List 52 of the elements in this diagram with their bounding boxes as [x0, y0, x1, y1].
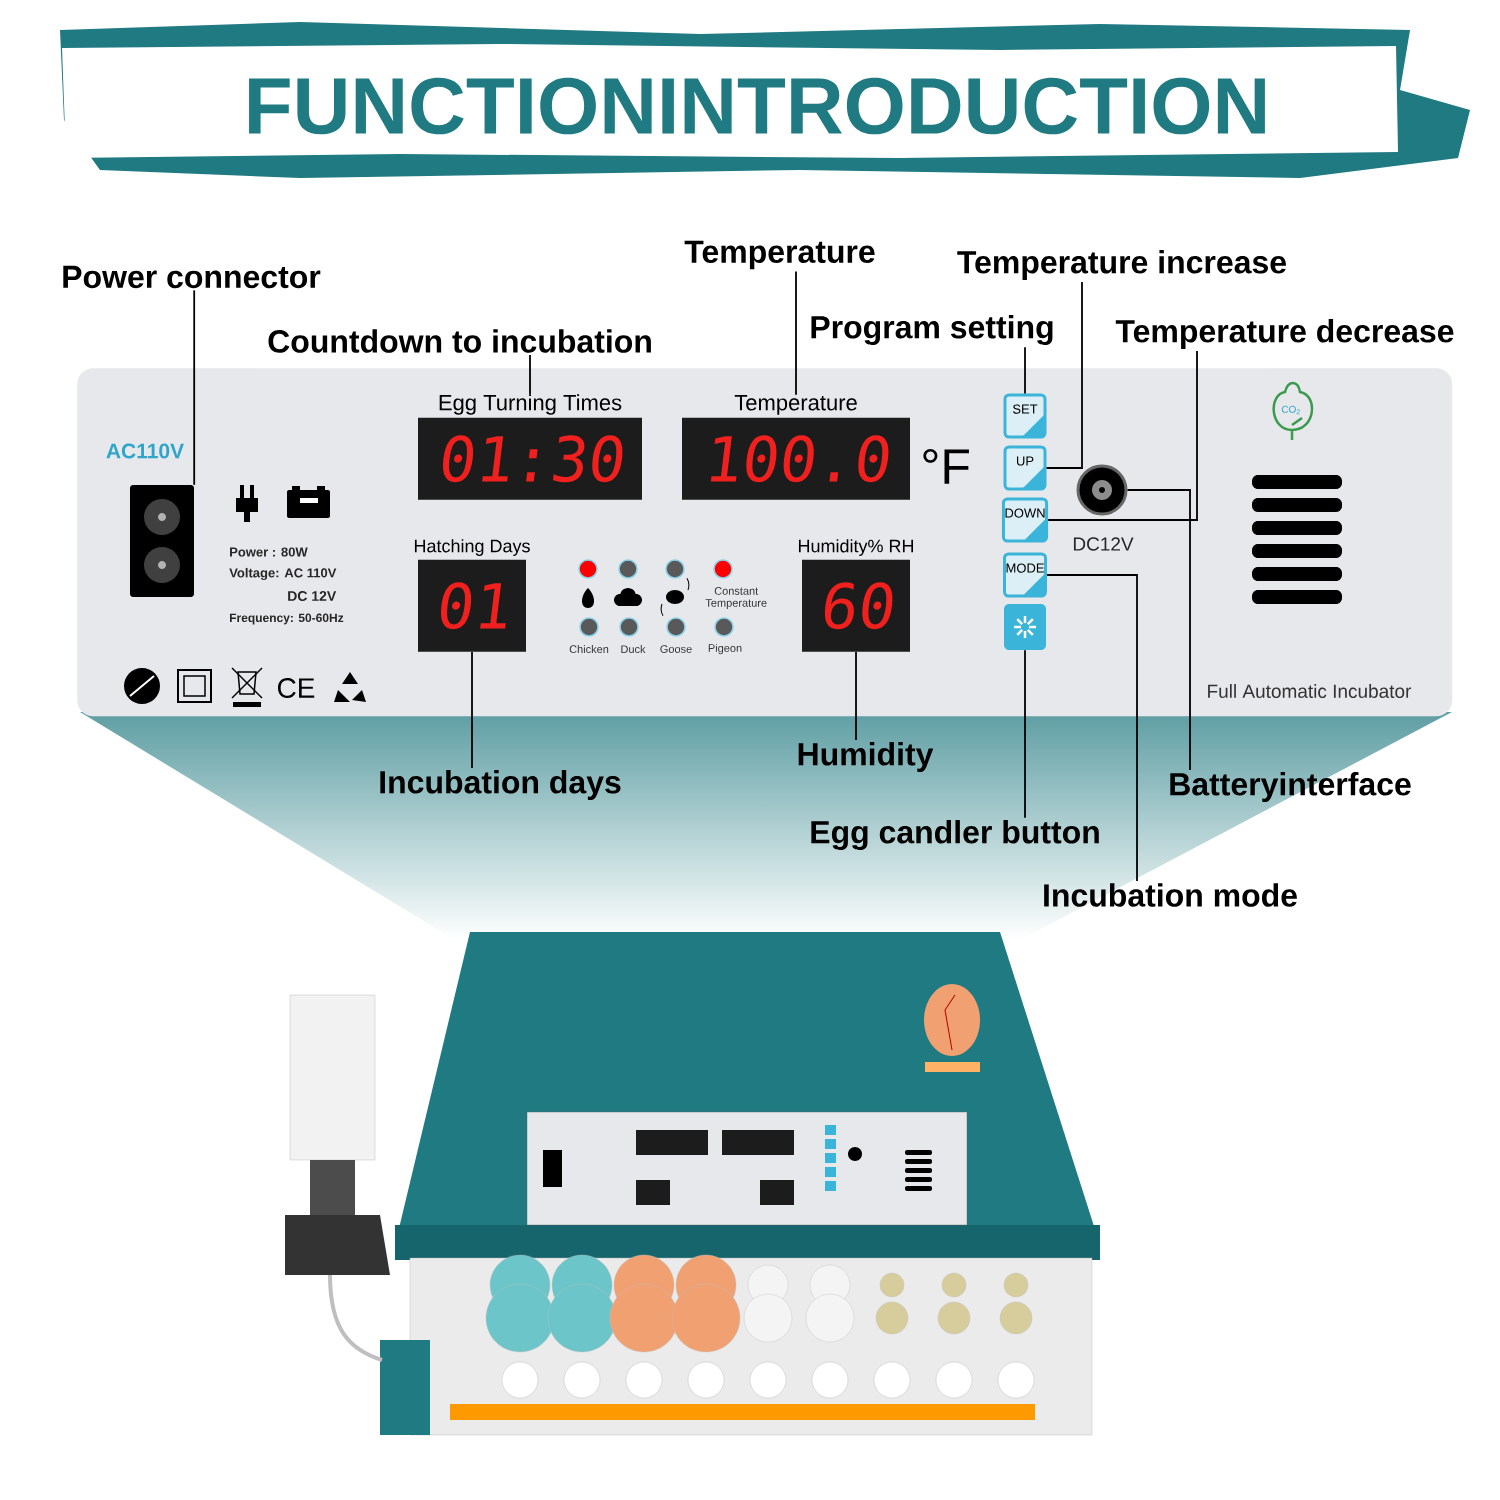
jack-label: DC12V	[1073, 537, 1134, 551]
leader-line	[1047, 350, 1198, 521]
callout-label: Temperature decrease	[1115, 319, 1454, 349]
callout-label: Power connector	[63, 265, 321, 289]
led-display: Egg Turning Times 01:30	[418, 394, 642, 500]
indicator-label: Duck	[621, 645, 646, 654]
led-display: Hatching Days 01	[414, 539, 530, 652]
control-button: DOWN	[1001, 497, 1049, 543]
indicator-label: Chicken	[569, 645, 609, 654]
control-button: SET	[1003, 393, 1047, 439]
leader-line	[471, 651, 473, 769]
node-label: Hatching Days	[414, 539, 530, 556]
leader-line	[1046, 574, 1138, 882]
control-button: MODE	[1003, 552, 1047, 598]
led-display: Humidity% RH 60	[798, 539, 913, 652]
light-button	[1004, 604, 1046, 650]
leader-line	[1024, 346, 1026, 395]
callout-label: Temperature increase	[957, 250, 1286, 280]
callout-label: Program setting	[811, 315, 1053, 345]
callout-label: Incubation days	[380, 770, 621, 800]
spec-text: DC 12V	[288, 591, 337, 601]
callout-label: Batteryinterface	[1170, 772, 1411, 802]
callout-label: Humidity	[798, 742, 934, 772]
ce-mark: CE	[278, 678, 315, 698]
node-label: Temperature	[734, 395, 857, 415]
leader-line	[1024, 649, 1026, 819]
leader-line	[855, 651, 857, 741]
leader-line	[795, 270, 797, 396]
callout-label: Egg candler button	[811, 820, 1099, 850]
leader-line	[1045, 281, 1083, 469]
node-label: Egg Turning Times	[439, 394, 622, 415]
indicator-label: Goose	[660, 645, 692, 653]
callout-label: Temperature	[684, 240, 875, 270]
leader-line	[193, 289, 196, 486]
spec-text: Frequency: 50-60Hz	[230, 613, 344, 625]
voltage-label: AC110V	[106, 443, 184, 459]
node-label: °F	[923, 448, 969, 484]
leader-line	[1126, 489, 1191, 771]
co2-text: CO$_{2}$	[1281, 405, 1300, 415]
node-label: Humidity% RH	[798, 539, 914, 556]
leader-line	[529, 354, 531, 395]
indicator-label: Constant Temperature	[705, 587, 767, 609]
indicator-label: Pigeon	[708, 643, 742, 655]
callout-label: Incubation mode	[1044, 883, 1297, 907]
led-display: Temperature 100.0 °F	[682, 395, 969, 500]
title-banner: FUNCTIONINTRODUCTION	[60, 22, 1470, 178]
spec-text: Voltage: AC 110V	[229, 567, 337, 581]
power-socket	[130, 485, 194, 597]
spec-text: Power : 80W	[230, 547, 308, 557]
dc-jack	[1076, 464, 1128, 516]
callout-label: Countdown to incubation	[268, 329, 651, 353]
control-button: UP	[1003, 445, 1047, 491]
